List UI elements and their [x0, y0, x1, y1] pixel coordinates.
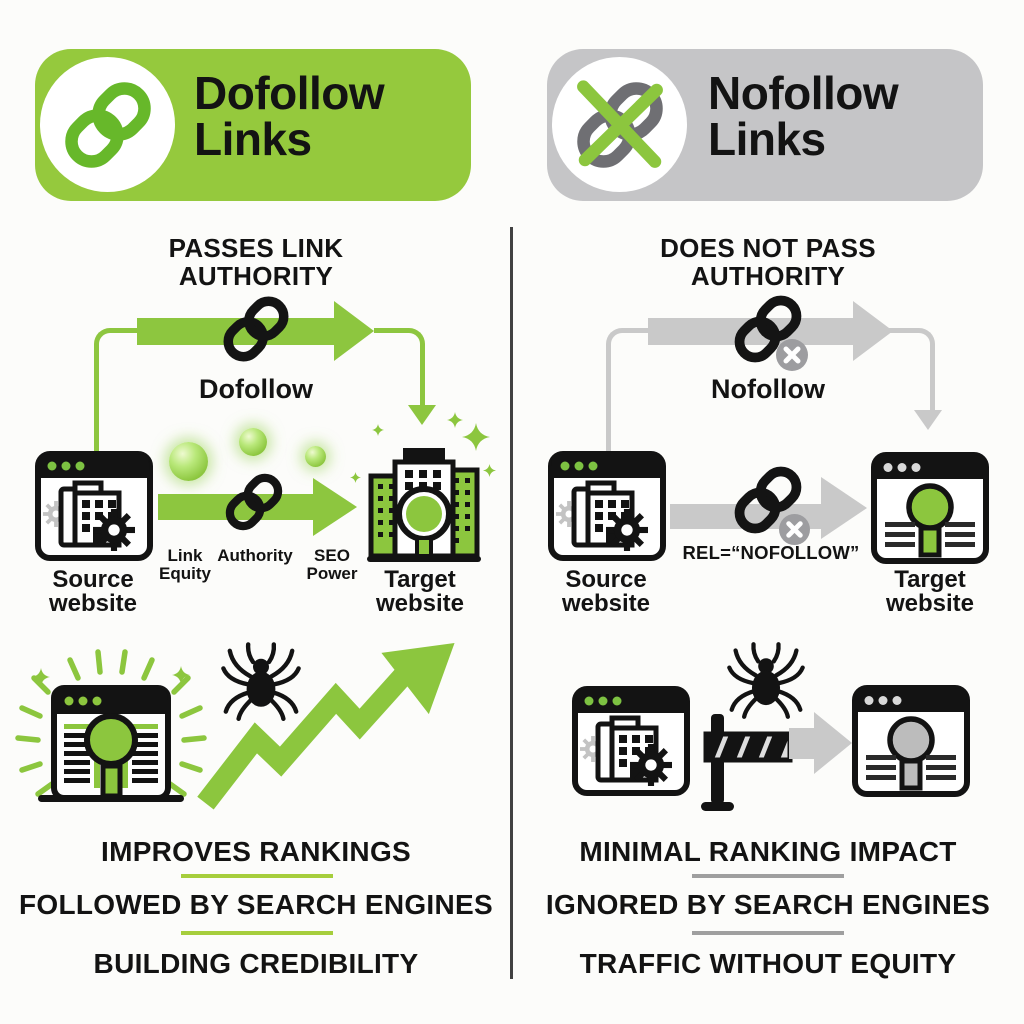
dofollow-subtitle: PASSES LINK AUTHORITY — [168, 233, 344, 292]
dofollow-header-icon-circle — [40, 57, 175, 192]
target-website-label: Target website — [885, 566, 975, 618]
road-barrier-icon — [700, 712, 794, 812]
dofollow-flow-label: Dofollow — [199, 374, 313, 404]
equity-label-seo-power: SEO Power — [306, 546, 358, 584]
sparkle-icon — [372, 424, 384, 436]
nofollow-header-title: Nofollow Links — [708, 67, 899, 165]
benefit-followed-by-search-engines: FOLLOWED BY SEARCH ENGINES — [19, 889, 493, 920]
drawback-divider — [692, 931, 844, 935]
nofollow-flow-connector-left — [606, 328, 655, 456]
equity-flow-arrowhead — [313, 478, 357, 536]
nofollow-flow-label: Nofollow — [711, 374, 825, 404]
drawback-divider — [692, 874, 844, 878]
benefit-divider — [181, 931, 333, 935]
target-website-label: Target website — [375, 566, 465, 618]
source-website-icon — [35, 451, 153, 561]
broken-chain-icon — [570, 75, 670, 175]
blocked-flow-arrowhead — [814, 712, 852, 774]
dofollow-flow-connector-right — [374, 328, 425, 411]
blocked-flow-arrow — [789, 728, 814, 759]
glowing-website-icon — [15, 649, 207, 802]
sparkle-icon — [350, 472, 361, 483]
spider-crawler-icon — [727, 634, 805, 720]
dofollow-flow-connector-left — [94, 328, 145, 456]
source-website-icon — [548, 451, 666, 561]
nofollow-flow-down-arrowhead — [914, 410, 942, 430]
link-juice-orb — [239, 428, 267, 456]
drawback-ignored-by-search-engines: IGNORED BY SEARCH ENGINES — [545, 889, 991, 920]
sparkle-icon — [462, 423, 490, 451]
target-website-icon — [871, 452, 989, 564]
chain-link-icon — [218, 291, 294, 367]
nofollow-flow-connector-right — [886, 328, 935, 413]
sparkle-icon — [447, 412, 463, 428]
target-website-icon — [852, 685, 970, 797]
link-juice-orb — [305, 446, 326, 467]
equity-label-authority: Authority — [217, 546, 293, 565]
column-divider — [510, 227, 513, 979]
chain-link-icon — [58, 75, 158, 175]
benefit-building-credibility: BUILDING CREDIBILITY — [93, 948, 419, 979]
nofollow-header-icon-circle — [552, 57, 687, 192]
nofollow-mid-arrowhead — [821, 477, 867, 539]
x-badge-icon — [776, 339, 808, 371]
dofollow-flow-arrowhead — [334, 301, 374, 361]
dofollow-flow-down-arrowhead — [408, 405, 436, 425]
x-badge-icon — [779, 514, 810, 545]
benefit-divider — [181, 874, 333, 878]
growth-arrow-icon — [197, 643, 455, 810]
dofollow-header-title: Dofollow Links — [194, 67, 385, 165]
nofollow-subtitle: DOES NOT PASS AUTHORITY — [660, 233, 876, 292]
target-website-building-icon — [365, 436, 483, 564]
chain-link-icon — [221, 469, 287, 535]
benefit-improves-rankings: IMPROVES RANKINGS — [100, 836, 412, 867]
equity-label-link-equity: Link Equity — [159, 546, 211, 584]
source-website-label: Source website — [48, 566, 138, 618]
rel-nofollow-label: REL=“NOFOLLOW” — [682, 542, 860, 563]
drawback-traffic-without-equity: TRAFFIC WITHOUT EQUITY — [579, 948, 957, 979]
source-website-label: Source website — [561, 566, 651, 618]
drawback-minimal-ranking-impact: MINIMAL RANKING IMPACT — [579, 836, 957, 867]
sparkle-icon — [483, 464, 496, 477]
link-juice-orb — [169, 442, 208, 481]
source-website-icon — [572, 685, 690, 797]
